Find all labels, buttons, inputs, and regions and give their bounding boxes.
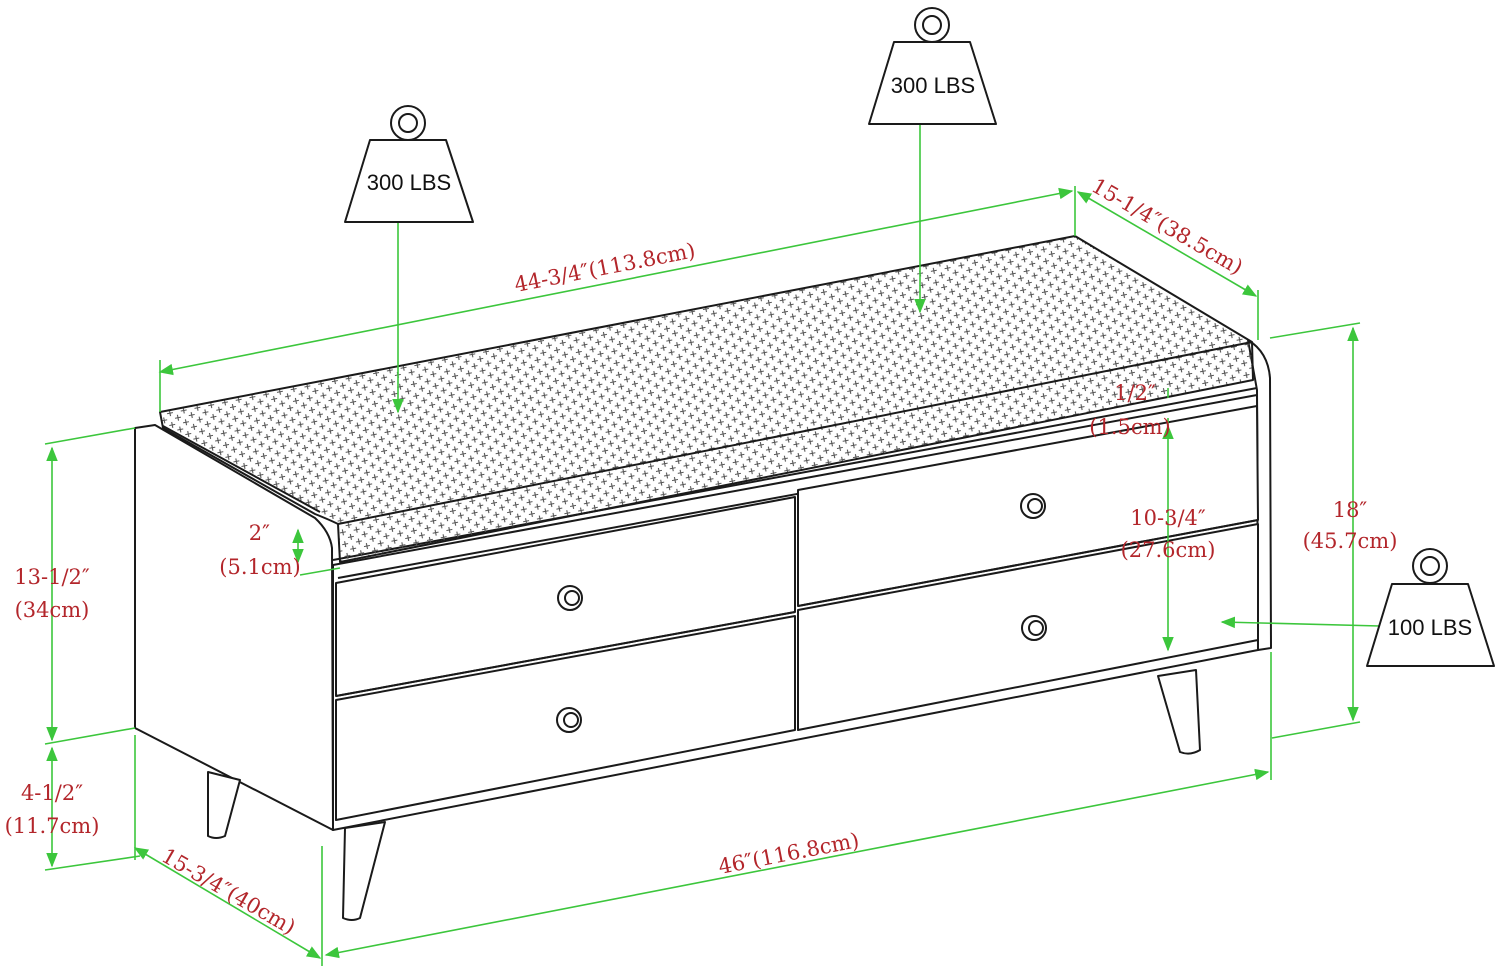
leg-back-left <box>207 771 241 839</box>
cushion-thickness-in-label: 2″ <box>249 521 270 545</box>
weight-label-center: 300 LBS <box>891 73 975 98</box>
leg-height-cm-label: (11.7cm) <box>5 814 100 838</box>
cushion-thickness-cm-label: (5.1cm) <box>219 555 300 579</box>
leg-height-in-label: 4-1/2″ <box>21 781 83 805</box>
bottom-depth-label: 15-3/4″(40cm) <box>158 844 300 940</box>
leg-front-left <box>342 821 386 921</box>
drawer-height-in-label: 10-3/4″ <box>1130 506 1206 530</box>
weight-icon: 300 LBS <box>868 7 997 125</box>
lip-in-label: 1/2″ <box>1114 381 1156 405</box>
top-length-label: 44-3/4″(113.8cm) <box>512 238 697 297</box>
drawer-height-cm-label: (27.6cm) <box>1121 538 1216 562</box>
bench-illustration <box>134 235 1272 921</box>
body-height-in-label: 13-1/2″ <box>14 565 90 589</box>
weight-label-left: 300 LBS <box>367 170 451 195</box>
bottom-length-label: 46″(116.8cm) <box>716 828 861 879</box>
drawer-knob[interactable] <box>556 707 582 733</box>
drawer-knob[interactable] <box>1021 615 1047 641</box>
right-side-panel <box>1247 339 1272 651</box>
weight-label-right: 100 LBS <box>1388 615 1472 640</box>
weight-icon: 100 LBS <box>1366 548 1495 667</box>
total-height-in-label: 18″ <box>1333 498 1368 522</box>
body-height-cm-label: (34cm) <box>15 598 90 622</box>
drawer-knob[interactable] <box>1020 493 1046 519</box>
leg-front-right <box>1157 669 1201 755</box>
dimension-lines <box>44 124 1381 966</box>
lip-cm-label: (1.5cm) <box>1089 415 1170 439</box>
total-height-cm-label: (45.7cm) <box>1303 529 1398 553</box>
weight-icon: 300 LBS <box>344 105 474 223</box>
drawer-knob[interactable] <box>557 585 583 611</box>
